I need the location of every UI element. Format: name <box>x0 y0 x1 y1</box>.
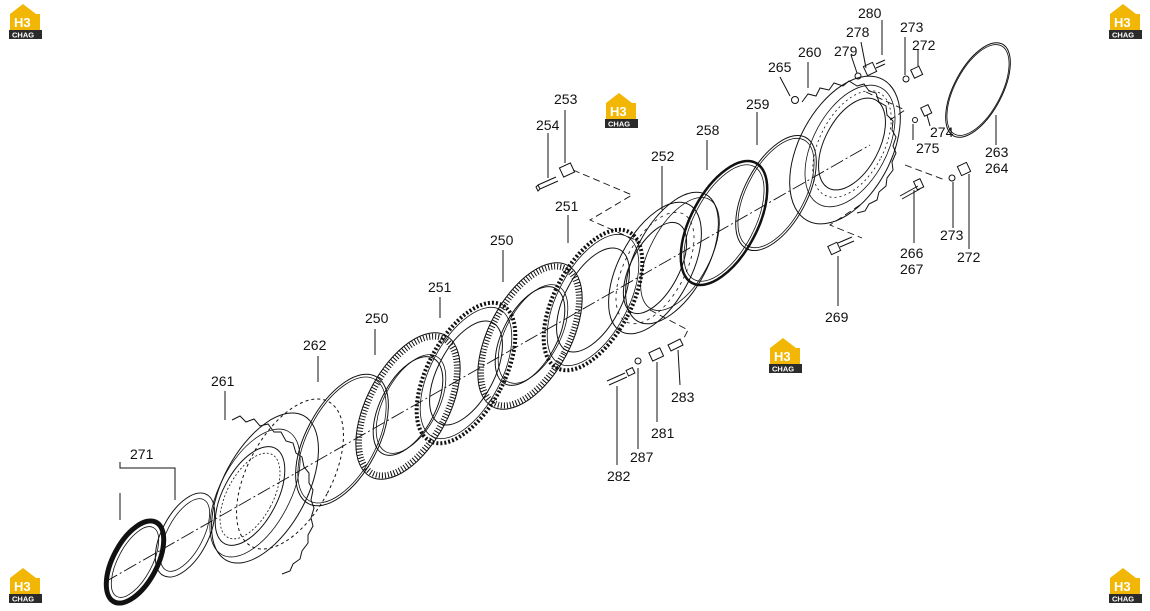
label-262: 262 <box>303 337 327 353</box>
part-271-seal-rings <box>103 492 216 606</box>
label-259: 259 <box>746 96 770 112</box>
label-272-top: 272 <box>912 37 936 53</box>
label-263: 263 <box>985 144 1009 160</box>
label-253: 253 <box>554 91 578 107</box>
assembly-path-260-upper <box>865 91 906 121</box>
label-265: 265 <box>768 59 792 75</box>
assembly-path-260-lower <box>829 164 946 239</box>
part-272-273-plugs-upper <box>902 65 924 83</box>
label-254: 254 <box>536 117 560 133</box>
label-251-lower: 251 <box>428 279 452 295</box>
watermark-logo-center-top <box>605 93 638 129</box>
label-273-top: 273 <box>900 19 924 35</box>
part-265-plug <box>791 96 799 104</box>
label-260: 260 <box>798 44 822 60</box>
part-272-273-plugs-lower <box>948 161 972 182</box>
part-253-254-bolt-sleeve <box>535 162 576 192</box>
label-258: 258 <box>696 122 720 138</box>
center-axis <box>104 144 871 583</box>
label-271: 271 <box>130 446 154 462</box>
watermark-logo-top-right <box>1109 4 1142 40</box>
watermark-logo-bottom-left <box>9 568 42 604</box>
part-262-o-ring <box>295 373 389 507</box>
part-259-ring <box>735 135 817 251</box>
label-273-bottom: 273 <box>940 227 964 243</box>
label-250-upper: 250 <box>490 232 514 248</box>
part-281-282-283-287-valve-parts <box>606 338 684 386</box>
part-274-275-fitting <box>912 104 933 123</box>
label-275: 275 <box>916 140 940 156</box>
label-280: 280 <box>858 5 882 21</box>
label-282: 282 <box>607 468 631 484</box>
part-251-steel-disc-lower <box>414 300 518 446</box>
label-287: 287 <box>630 449 654 465</box>
leader-lines <box>119 20 997 520</box>
label-272-bottom: 272 <box>957 249 981 265</box>
label-250-lower: 250 <box>365 310 389 326</box>
part-266-267-bolt <box>899 178 925 200</box>
part-250-friction-disc-upper <box>477 262 583 410</box>
part-250-friction-disc-lower <box>355 332 461 480</box>
part-252-piston <box>608 191 720 335</box>
label-264: 264 <box>985 160 1009 176</box>
assembly-path-253 <box>572 169 641 243</box>
label-261: 261 <box>211 373 235 389</box>
part-258-ring <box>679 159 769 287</box>
label-283: 283 <box>671 389 695 405</box>
label-279: 279 <box>834 43 858 59</box>
part-251-steel-disc-upper <box>541 227 645 373</box>
part-261-gear-housing <box>209 398 344 575</box>
part-263-264-o-ring <box>945 42 1011 138</box>
label-252: 252 <box>651 148 675 164</box>
assembly-path-283 <box>649 309 689 341</box>
label-251-upper: 251 <box>555 198 579 214</box>
watermark-logo-center-right <box>769 338 802 374</box>
label-274: 274 <box>930 124 954 140</box>
label-281: 281 <box>651 425 675 441</box>
label-269: 269 <box>825 309 849 325</box>
label-266: 266 <box>900 245 924 261</box>
part-278-279-280-breather <box>854 59 886 80</box>
label-278: 278 <box>846 24 870 40</box>
watermark-logo-top-left <box>9 4 42 40</box>
watermark-logo-bottom-right <box>1109 568 1142 604</box>
label-267: 267 <box>900 261 924 277</box>
part-269-bolt <box>827 236 855 256</box>
